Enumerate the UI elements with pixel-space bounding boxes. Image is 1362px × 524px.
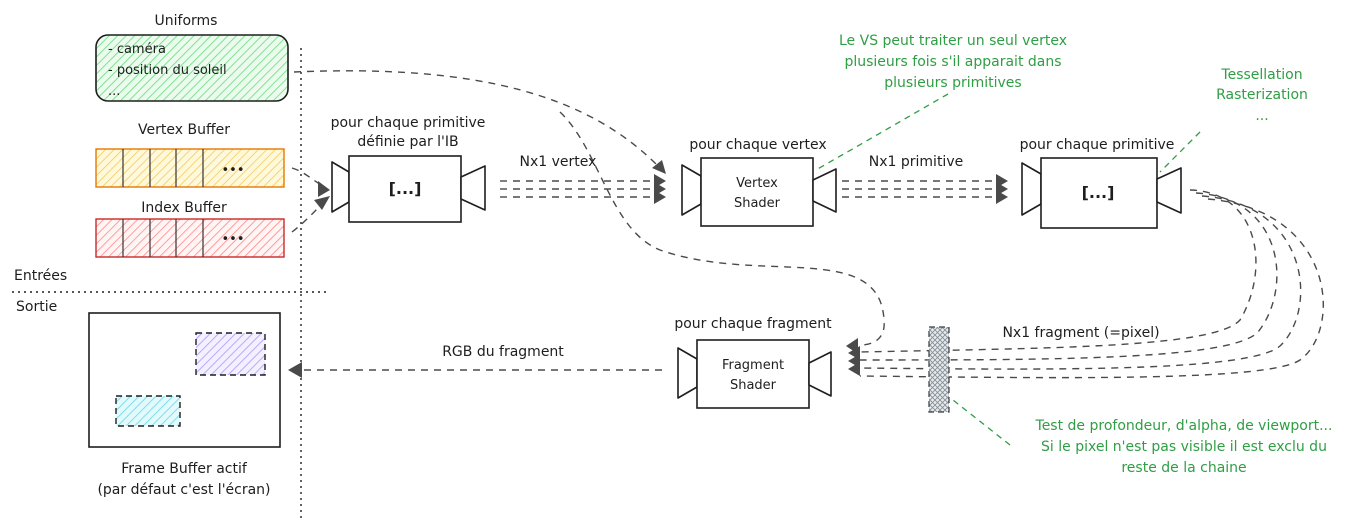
vertex-buffer: ••• — [95, 148, 285, 188]
uniforms-line-2: - position du soleil — [108, 63, 227, 78]
rasterizer-caption: pour chaque primitive — [1020, 137, 1175, 153]
test-note-leader — [952, 399, 1011, 446]
index-buffer: ••• — [95, 218, 285, 258]
primitive-assembly-stage: [...] — [331, 155, 486, 223]
test-note-line-2: Si le pixel n'est pas visible il est exc… — [1041, 439, 1327, 455]
tess-note-line-3: ... — [1255, 108, 1268, 124]
vertex-buffer-ellipsis: ••• — [221, 163, 244, 178]
vertex-buffer-title: Vertex Buffer — [138, 122, 230, 138]
index-buffer-title: Index Buffer — [141, 200, 227, 216]
rasterizer-stage: [...] — [1021, 157, 1182, 229]
frame-buffer-region-purple — [195, 332, 266, 376]
vs-note-leader — [815, 93, 949, 171]
edge-nx1-vertex: Nx1 vertex — [520, 154, 597, 170]
vs-note-line-2: plusieurs fois s'il apparait dans — [844, 54, 1061, 70]
rasterizer-content: [...] — [1082, 183, 1115, 202]
vertex-shader-label-1: Vertex — [736, 176, 778, 191]
uniforms-line-1: - caméra — [108, 42, 166, 57]
primitive-assembly-caption-2: définie par l'IB — [357, 134, 458, 150]
tess-note-line-1: Tessellation — [1220, 67, 1302, 83]
section-inputs-label: Entrées — [14, 268, 67, 284]
primitive-assembly-caption-1: pour chaque primitive — [331, 115, 486, 131]
vs-note-line-3: plusieurs primitives — [884, 75, 1021, 91]
vs-note-line-1: Le VS peut traiter un seul vertex — [839, 33, 1067, 49]
vertex-shader-caption: pour chaque vertex — [689, 137, 826, 153]
fragment-shader-label-1: Fragment — [722, 358, 784, 373]
edge-nx1-fragment: Nx1 fragment (=pixel) — [1002, 325, 1159, 341]
edge-nx1-primitive: Nx1 primitive — [869, 154, 963, 170]
tess-note-line-2: Rasterization — [1216, 87, 1308, 103]
index-buffer-ellipsis: ••• — [221, 232, 244, 247]
tess-note-leader — [1159, 131, 1201, 173]
frame-buffer-caption-1: Frame Buffer actif — [121, 461, 248, 477]
fragment-shader-caption: pour chaque fragment — [674, 316, 832, 332]
uniforms-line-3: ... — [108, 84, 120, 99]
vertex-shader-label-2: Shader — [734, 196, 781, 211]
frame-buffer-caption-2: (par défaut c'est l'écran) — [97, 482, 270, 498]
section-output-label: Sortie — [16, 299, 57, 315]
uniforms-box — [95, 34, 289, 102]
vertex-shader-stage: Vertex Shader — [681, 157, 837, 227]
test-note-line-1: Test de profondeur, d'alpha, de viewport… — [1035, 418, 1333, 434]
test-note-line-3: reste de la chaine — [1121, 460, 1246, 476]
connectors — [288, 70, 1324, 379]
edge-rgb-fragment: RGB du fragment — [442, 344, 564, 360]
depth-test-filter — [928, 326, 950, 413]
frame-buffer-region-cyan — [115, 395, 181, 427]
primitive-assembly-content: [...] — [389, 179, 422, 198]
uniforms-title: Uniforms — [155, 13, 218, 29]
fragment-shader-label-2: Shader — [730, 378, 777, 393]
fragment-shader-stage: Fragment Shader — [677, 339, 832, 409]
